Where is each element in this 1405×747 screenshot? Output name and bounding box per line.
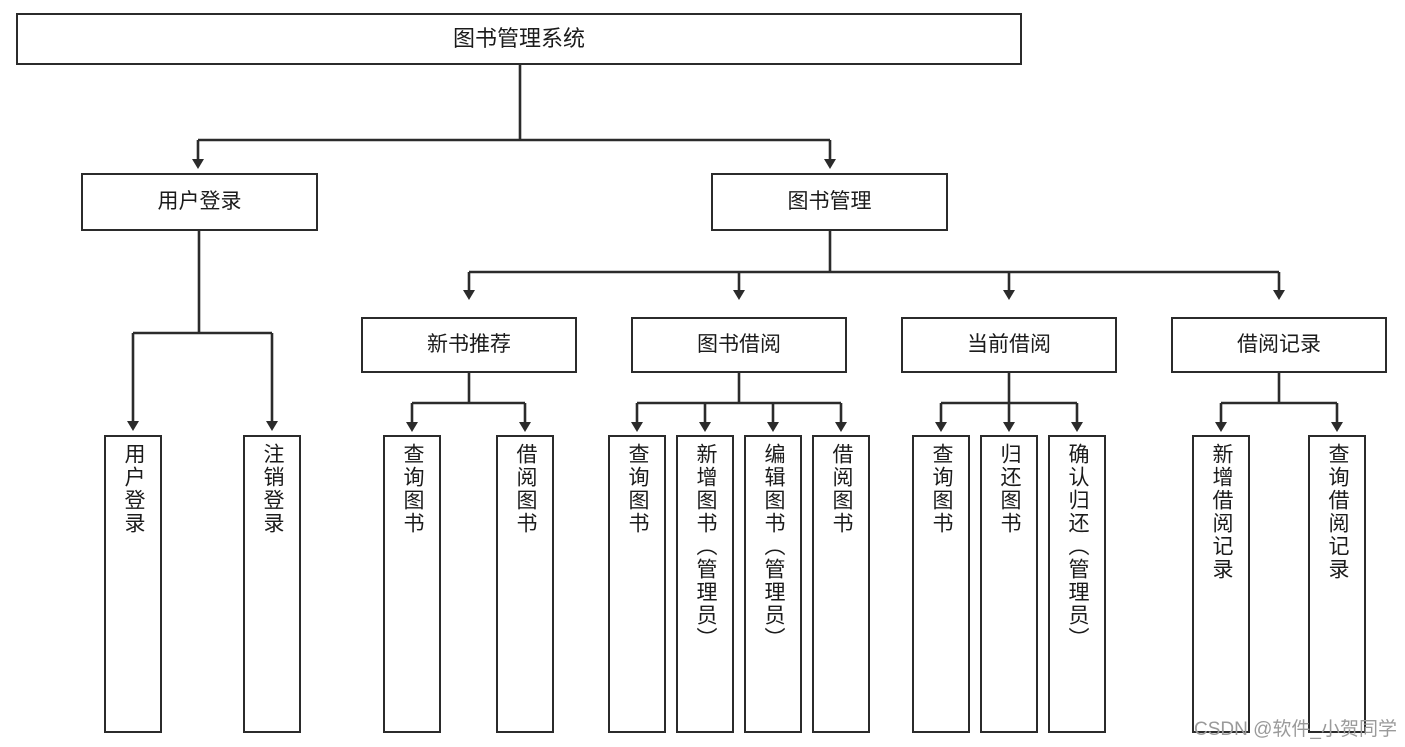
node-leaf-query-book-3-label: 查询图书 (930, 443, 954, 535)
node-leaf-borrow-book-2-label: 借阅图书 (830, 443, 854, 535)
node-leaf-add-book-label: 新增图书（管理员） (694, 443, 718, 650)
node-leaf-query-record-label: 查询借阅记录 (1326, 443, 1350, 581)
node-leaf-logout[interactable]: 注销登录 (243, 435, 301, 733)
node-leaf-borrow-book-1-label: 借阅图书 (514, 443, 538, 535)
node-root-label: 图书管理系统 (452, 25, 585, 51)
node-leaf-return-book[interactable]: 归还图书 (980, 435, 1038, 733)
node-leaf-query-book-1[interactable]: 查询图书 (383, 435, 441, 733)
node-root[interactable]: 图书管理系统 (16, 13, 1022, 65)
node-leaf-query-record[interactable]: 查询借阅记录 (1308, 435, 1366, 733)
node-borrow-record-label: 借阅记录 (1237, 333, 1321, 357)
node-leaf-user-login[interactable]: 用户登录 (104, 435, 162, 733)
node-user-login-label: 用户登录 (157, 190, 242, 214)
node-leaf-borrow-book-2[interactable]: 借阅图书 (812, 435, 870, 733)
node-new-book-recommend[interactable]: 新书推荐 (361, 317, 577, 373)
node-current-borrow-label: 当前借阅 (967, 333, 1051, 357)
node-book-manage-label: 图书管理 (787, 190, 872, 214)
node-leaf-add-record[interactable]: 新增借阅记录 (1192, 435, 1250, 733)
node-leaf-confirm-return-label: 确认归还（管理员） (1066, 443, 1090, 650)
node-current-borrow[interactable]: 当前借阅 (901, 317, 1117, 373)
node-leaf-query-book-2-label: 查询图书 (626, 443, 650, 535)
node-leaf-user-login-label: 用户登录 (122, 443, 146, 535)
node-leaf-query-book-3[interactable]: 查询图书 (912, 435, 970, 733)
node-leaf-edit-book[interactable]: 编辑图书（管理员） (744, 435, 802, 733)
node-book-manage[interactable]: 图书管理 (711, 173, 948, 231)
node-leaf-borrow-book-1[interactable]: 借阅图书 (496, 435, 554, 733)
node-user-login[interactable]: 用户登录 (81, 173, 318, 231)
csdn-watermark: CSDN @软件_小贺同学 (1194, 719, 1397, 740)
node-leaf-return-book-label: 归还图书 (998, 443, 1022, 535)
node-leaf-add-record-label: 新增借阅记录 (1210, 443, 1234, 581)
node-leaf-confirm-return[interactable]: 确认归还（管理员） (1048, 435, 1106, 733)
node-leaf-query-book-1-label: 查询图书 (401, 443, 425, 535)
node-borrow-record[interactable]: 借阅记录 (1171, 317, 1387, 373)
node-leaf-edit-book-label: 编辑图书（管理员） (762, 443, 786, 650)
node-leaf-logout-label: 注销登录 (261, 443, 285, 535)
node-new-book-recommend-label: 新书推荐 (427, 333, 511, 357)
node-leaf-add-book[interactable]: 新增图书（管理员） (676, 435, 734, 733)
node-book-borrow[interactable]: 图书借阅 (631, 317, 847, 373)
node-book-borrow-label: 图书借阅 (697, 333, 781, 357)
node-leaf-query-book-2[interactable]: 查询图书 (608, 435, 666, 733)
